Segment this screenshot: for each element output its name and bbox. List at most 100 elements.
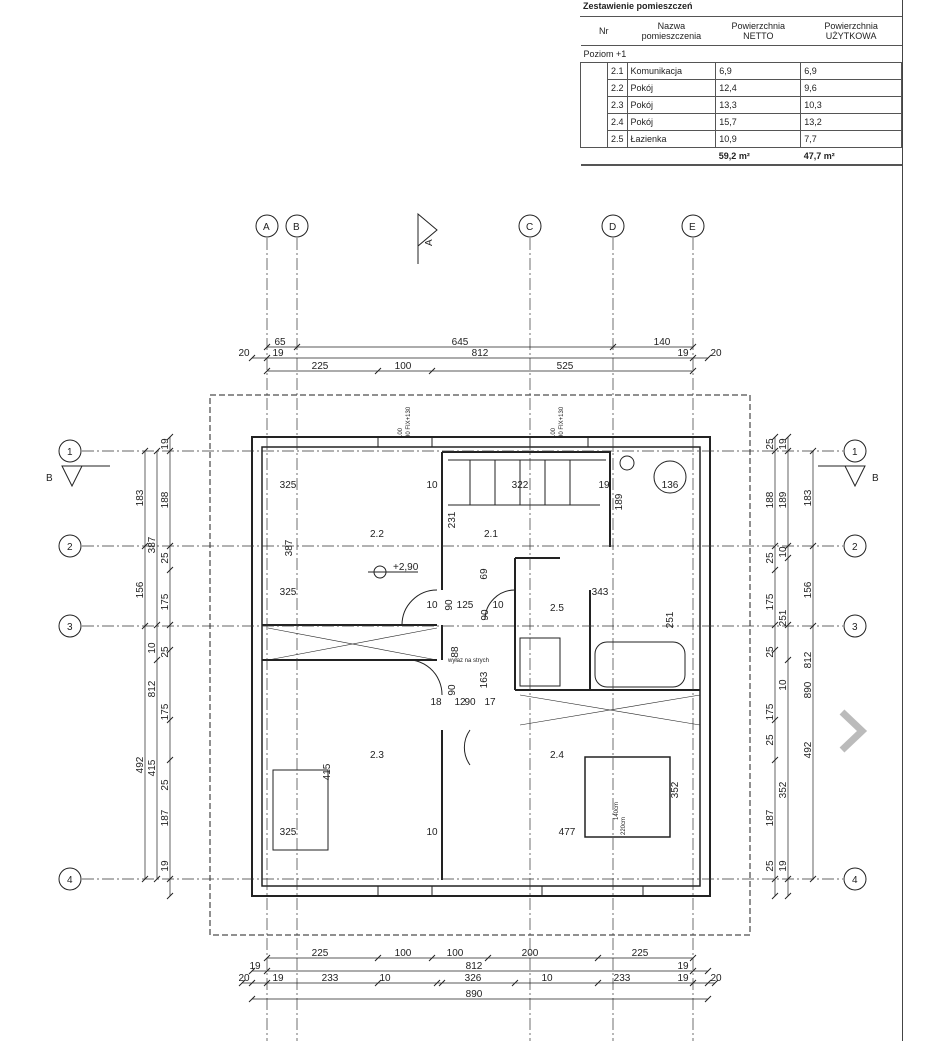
dimension-label: 492 — [803, 741, 814, 758]
dimension-tick — [248, 979, 256, 987]
dimension-tick — [689, 367, 697, 375]
dimension-tick — [141, 622, 149, 630]
dimension-label: 812 — [803, 651, 814, 668]
total-netto: 59,2 m² — [715, 147, 801, 166]
door-swings — [401, 589, 516, 766]
dimension-tick — [771, 433, 779, 441]
dimension-tick — [263, 354, 271, 362]
section-b-marker-left — [61, 465, 83, 488]
dimension-label: 183 — [803, 489, 814, 506]
next-image-button[interactable] — [832, 706, 872, 756]
dimension-label: 19 — [272, 973, 284, 984]
inner-dimension-label: 10 — [426, 600, 438, 611]
attic-hatch-label: wyłaz na strych — [447, 658, 489, 664]
cell-name: Łazienka — [626, 130, 717, 148]
room-label-2-4: 2.4 — [550, 750, 564, 761]
partition-walls — [262, 451, 700, 880]
dimension-label: 812 — [472, 348, 489, 359]
inner-dimension-label: 352 — [670, 781, 681, 798]
dimension-label: 183 — [135, 489, 146, 506]
inner-dimension-label: 325 — [280, 587, 297, 598]
dimension-label: 175 — [765, 703, 776, 720]
axis-label: C — [526, 222, 533, 233]
dimension-tick — [594, 979, 602, 987]
bed-length-label: 220cm — [621, 817, 627, 835]
dimension-tick — [784, 554, 792, 562]
axis-label: 2 — [852, 542, 858, 553]
inner-dimension-label: 477 — [559, 827, 576, 838]
axis-bubble — [58, 614, 82, 638]
dimension-tick — [166, 646, 174, 654]
axis-label: 1 — [852, 447, 858, 458]
dimension-tick — [711, 979, 719, 987]
dimension-tick — [248, 995, 256, 1003]
dimension-label: 187 — [160, 809, 171, 826]
dimension-label: 25 — [160, 552, 171, 564]
dimension-tick — [809, 622, 817, 630]
header-netto: Powierzchnia NETTO — [715, 17, 801, 46]
dimension-tick — [166, 433, 174, 441]
axis-bubble — [58, 534, 82, 558]
axis-bubble — [601, 214, 625, 238]
axis-bubble — [843, 867, 867, 891]
dimension-tick — [428, 954, 436, 962]
inner-dimension-label: 10 — [426, 827, 438, 838]
dimension-label: 100 — [447, 948, 464, 959]
dimension-label: 25 — [765, 438, 776, 450]
dimension-tick — [771, 875, 779, 883]
dimension-label: 19 — [272, 348, 284, 359]
dimension-label: 175 — [160, 703, 171, 720]
inner-dimension-label: 18 — [430, 697, 442, 708]
tank — [653, 460, 687, 494]
dimension-tick — [771, 892, 779, 900]
inner-dimension-label: 325 — [280, 827, 297, 838]
dimension-label: 19 — [677, 973, 689, 984]
axis-label: 1 — [67, 447, 73, 458]
inner-dimension-label: 325 — [280, 480, 297, 491]
inner-dimension-label: 125 — [457, 600, 474, 611]
dimension-tick — [771, 447, 779, 455]
axis-bubble — [843, 534, 867, 558]
axis-bubble — [285, 214, 309, 238]
dimension-label: 25 — [160, 779, 171, 791]
dimension-label: 19 — [160, 438, 171, 450]
chevron-right-icon — [839, 709, 868, 753]
inner-dimension-label: 10 — [492, 600, 504, 611]
drain — [619, 455, 635, 471]
inner-dimension-label: 136 — [662, 480, 679, 491]
dimension-label: 326 — [465, 973, 482, 984]
dimension-label: 25 — [765, 734, 776, 746]
axis-bubble — [518, 214, 542, 238]
dimension-tick — [809, 447, 817, 455]
dimension-tick — [166, 875, 174, 883]
dimension-tick — [263, 967, 271, 975]
dimension-tick — [784, 656, 792, 664]
dimension-tick — [238, 979, 246, 987]
inner-dimension-label: 231 — [447, 511, 458, 528]
axis-label: A — [263, 222, 270, 233]
shower — [519, 637, 561, 687]
dimension-label: 19 — [778, 438, 789, 450]
dimension-label: 645 — [452, 337, 469, 348]
dimension-label: 251 — [778, 609, 789, 626]
dimension-label: 25 — [765, 552, 776, 564]
total-uzytkowa: 47,7 m² — [800, 147, 902, 166]
dimension-tick — [784, 542, 792, 550]
dimension-tick — [166, 566, 174, 574]
dimension-label: 188 — [765, 491, 776, 508]
header-nr: Nr — [580, 17, 628, 46]
dimension-label: 100 — [395, 361, 412, 372]
dimension-tick — [263, 979, 271, 987]
cell-netto: 10,9 — [715, 130, 802, 148]
inner-dimension-label: 12 — [454, 697, 466, 708]
closet-hatch — [267, 627, 701, 726]
dimension-label: 387 — [147, 536, 158, 553]
inner-dimension-label: 251 — [665, 611, 676, 628]
bed-width-label: 140cm — [614, 802, 620, 820]
dimension-tick — [153, 875, 161, 883]
room-label-2-2: 2.2 — [370, 529, 384, 540]
dimension-tick — [784, 621, 792, 629]
section-b-label-right: B — [872, 473, 879, 484]
